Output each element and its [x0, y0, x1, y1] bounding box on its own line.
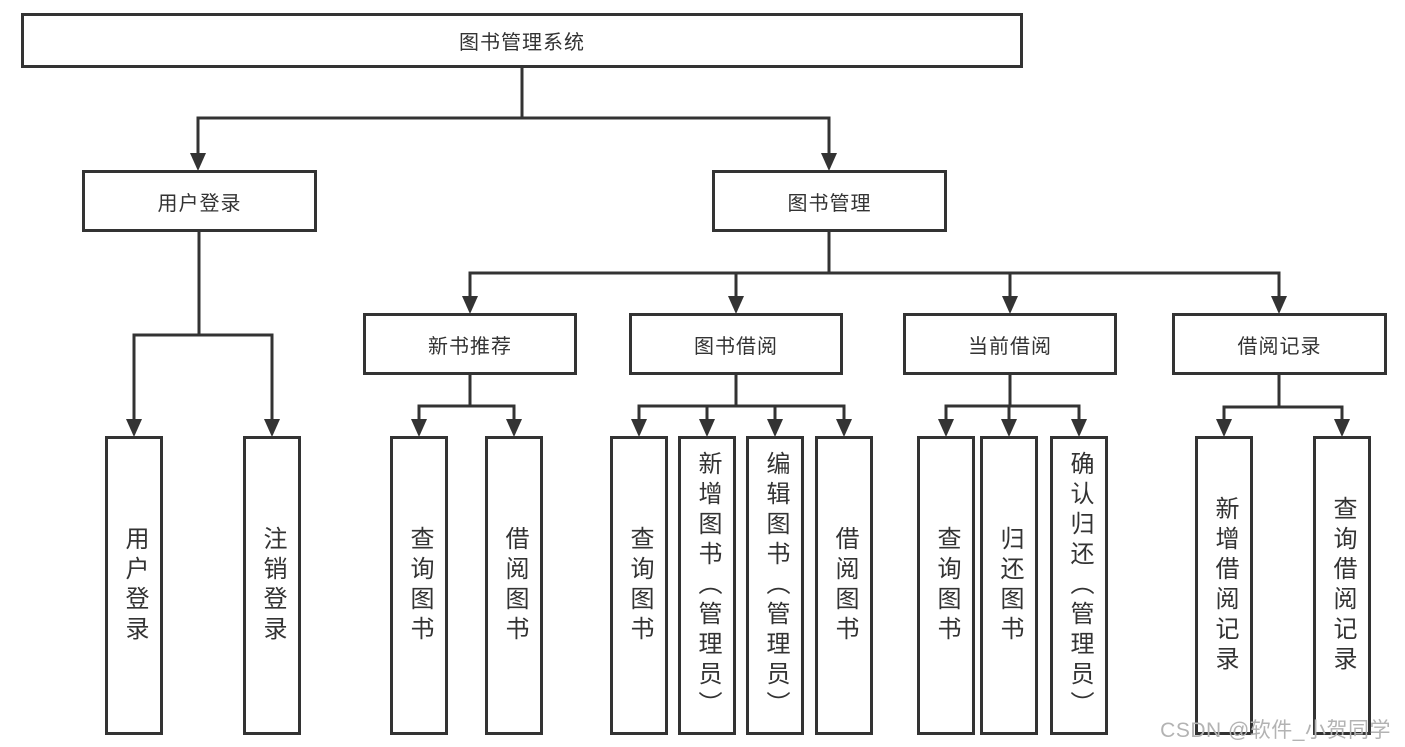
node-book-borrow: 图书借阅 — [629, 313, 843, 375]
leaf-query-books-recommend-label: 查询图书 — [406, 525, 433, 646]
leaf-user-login-label: 用户登录 — [121, 525, 148, 646]
watermark-text: CSDN @软件_小贺同学 — [1160, 719, 1391, 742]
leaf-query-books-current-label: 查询图书 — [933, 525, 960, 646]
leaf-user-login: 用户登录 — [105, 436, 163, 735]
node-user-login: 用户登录 — [82, 170, 317, 232]
leaf-add-borrow-record-label: 新增借阅记录 — [1211, 495, 1238, 676]
node-root-label: 图书管理系统 — [459, 32, 585, 54]
leaf-logout: 注销登录 — [243, 436, 301, 735]
node-new-book-recommend: 新书推荐 — [363, 313, 577, 375]
leaf-query-books-borrow-label: 查询图书 — [626, 525, 653, 646]
leaf-add-borrow-record: 新增借阅记录 — [1195, 436, 1253, 735]
node-root: 图书管理系统 — [21, 13, 1023, 68]
node-user-login-label: 用户登录 — [157, 192, 242, 215]
leaf-confirm-return-admin-label: 确认归还（管理员） — [1066, 450, 1093, 721]
leaf-query-borrow-record-label: 查询借阅记录 — [1329, 495, 1356, 676]
node-current-borrow-label: 当前借阅 — [968, 335, 1052, 358]
leaf-query-books-recommend: 查询图书 — [390, 436, 448, 735]
node-book-borrow-label: 图书借阅 — [694, 335, 778, 358]
leaf-query-books-borrow: 查询图书 — [610, 436, 668, 735]
leaf-logout-label: 注销登录 — [259, 525, 286, 646]
leaf-add-book-admin: 新增图书（管理员） — [678, 436, 736, 735]
leaf-add-book-admin-label: 新增图书（管理员） — [694, 450, 721, 721]
leaf-borrow-books-recommend: 借阅图书 — [485, 436, 543, 735]
leaf-return-books: 归还图书 — [980, 436, 1038, 735]
node-book-management: 图书管理 — [712, 170, 947, 232]
leaf-query-books-current: 查询图书 — [917, 436, 975, 735]
leaf-borrow-books: 借阅图书 — [815, 436, 873, 735]
leaf-edit-book-admin-label: 编辑图书（管理员） — [762, 450, 789, 721]
node-borrow-records: 借阅记录 — [1172, 313, 1387, 375]
leaf-return-books-label: 归还图书 — [996, 525, 1023, 646]
leaf-edit-book-admin: 编辑图书（管理员） — [746, 436, 804, 735]
leaf-borrow-books-label: 借阅图书 — [831, 525, 858, 646]
node-book-management-label: 图书管理 — [787, 192, 872, 215]
node-borrow-records-label: 借阅记录 — [1237, 335, 1322, 358]
leaf-query-borrow-record: 查询借阅记录 — [1313, 436, 1371, 735]
node-current-borrow: 当前借阅 — [903, 313, 1117, 375]
leaf-confirm-return-admin: 确认归还（管理员） — [1050, 436, 1108, 735]
node-new-book-recommend-label: 新书推荐 — [428, 335, 512, 358]
leaf-borrow-books-recommend-label: 借阅图书 — [501, 525, 528, 646]
